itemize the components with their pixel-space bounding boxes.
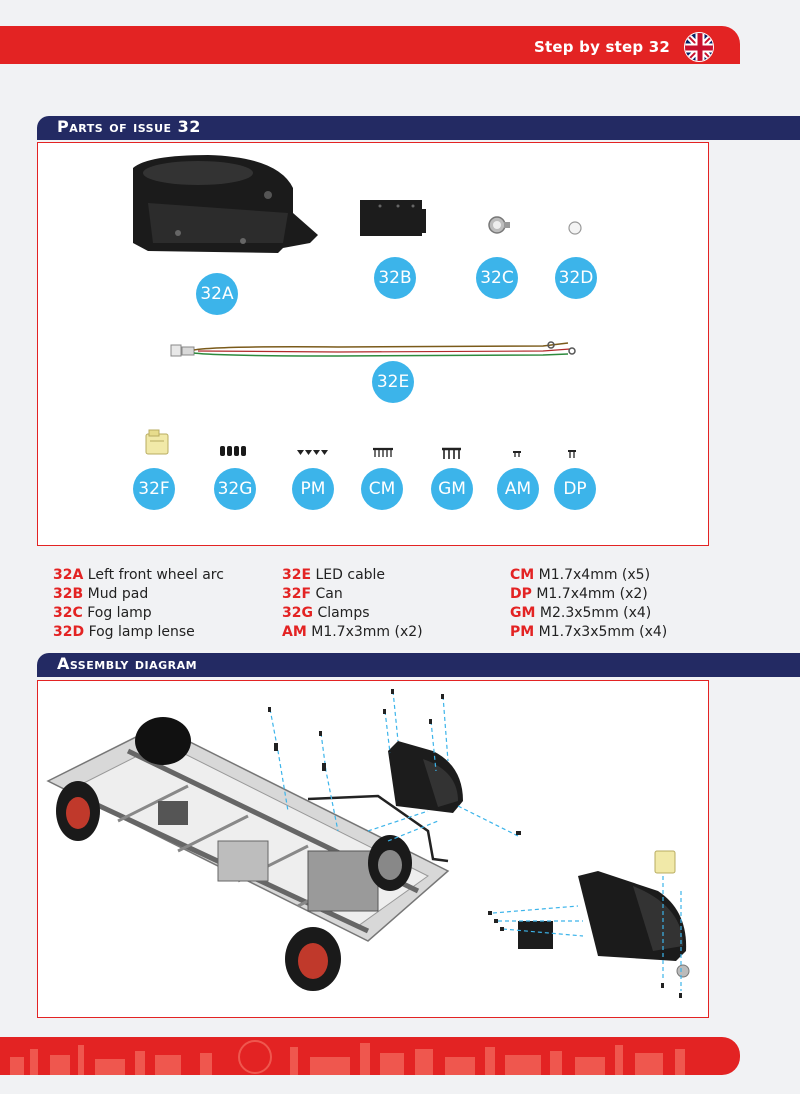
installed-wheel-arc-drawing (388, 741, 463, 813)
bottom-skyline-bar (0, 1037, 740, 1075)
badge-gm: GM (431, 468, 473, 510)
badge-32f: 32F (133, 468, 175, 510)
top-header-bar: Step by step 32 (0, 26, 740, 64)
uk-flag-icon (684, 32, 714, 62)
assembly-section-header: Assembly diagram (37, 653, 800, 677)
badge-32b: 32B (374, 257, 416, 299)
legend-item: 32G Clamps (282, 604, 423, 623)
badge-32c: 32C (476, 257, 518, 299)
legend-item: 32C Fog lamp (53, 604, 224, 623)
assembly-frame (37, 680, 709, 1018)
legend-item: 32A Left front wheel arc (53, 566, 224, 585)
legend-item: 32F Can (282, 585, 423, 604)
legend-item: 32B Mud pad (53, 585, 224, 604)
legend-column-3: CM M1.7x4mm (x5) DP M1.7x4mm (x2) GM M2.… (510, 566, 667, 642)
legend-item: GM M2.3x5mm (x4) (510, 604, 667, 623)
legend-item: DP M1.7x4mm (x2) (510, 585, 667, 604)
badge-32a: 32A (196, 273, 238, 315)
clamps-part (220, 446, 246, 456)
badge-cm: CM (361, 468, 403, 510)
step-label: Step by step 32 (534, 38, 670, 56)
fog-lamp-lense-part (569, 222, 581, 234)
badge-am: AM (497, 468, 539, 510)
gm-screws-part (442, 449, 461, 459)
pm-screws-part (297, 450, 328, 455)
exploded-fog-lamp-drawing (677, 965, 689, 977)
assembly-diagram-illustration (38, 681, 737, 1016)
led-cable-part (171, 342, 575, 356)
parts-section-header: Parts of issue 32 (37, 116, 800, 140)
legend-item: 32D Fog lamp lense (53, 623, 224, 642)
badge-pm: PM (292, 468, 334, 510)
parts-section-title: Parts of issue 32 (57, 117, 201, 136)
city-skyline-icon (0, 1037, 740, 1075)
legend-column-2: 32E LED cable 32F Can 32G Clamps AM M1.7… (282, 566, 423, 642)
chassis-drawing (48, 726, 448, 941)
badge-32d: 32D (555, 257, 597, 299)
exploded-mud-pad-drawing (518, 921, 553, 949)
dp-screws-part (568, 451, 576, 458)
cm-screws-part (373, 449, 393, 457)
badge-32e: 32E (372, 361, 414, 403)
legend-item: AM M1.7x3mm (x2) (282, 623, 423, 642)
fog-lamp-part (489, 217, 510, 233)
exploded-can-drawing (655, 851, 675, 873)
parts-frame: 32A 32B 32C 32D 32E 32F 32G PM CM GM AM … (37, 142, 709, 546)
legend-column-1: 32A Left front wheel arc 32B Mud pad 32C… (53, 566, 224, 642)
am-screws-part (513, 452, 521, 457)
can-part (146, 430, 168, 454)
legend-item: CM M1.7x4mm (x5) (510, 566, 667, 585)
assembly-section-title: Assembly diagram (57, 654, 197, 673)
legend-item: PM M1.7x3x5mm (x4) (510, 623, 667, 642)
wheel-arc-part (133, 155, 318, 253)
badge-dp: DP (554, 468, 596, 510)
legend-item: 32E LED cable (282, 566, 423, 585)
mud-pad-part (360, 200, 426, 236)
badge-32g: 32G (214, 468, 256, 510)
